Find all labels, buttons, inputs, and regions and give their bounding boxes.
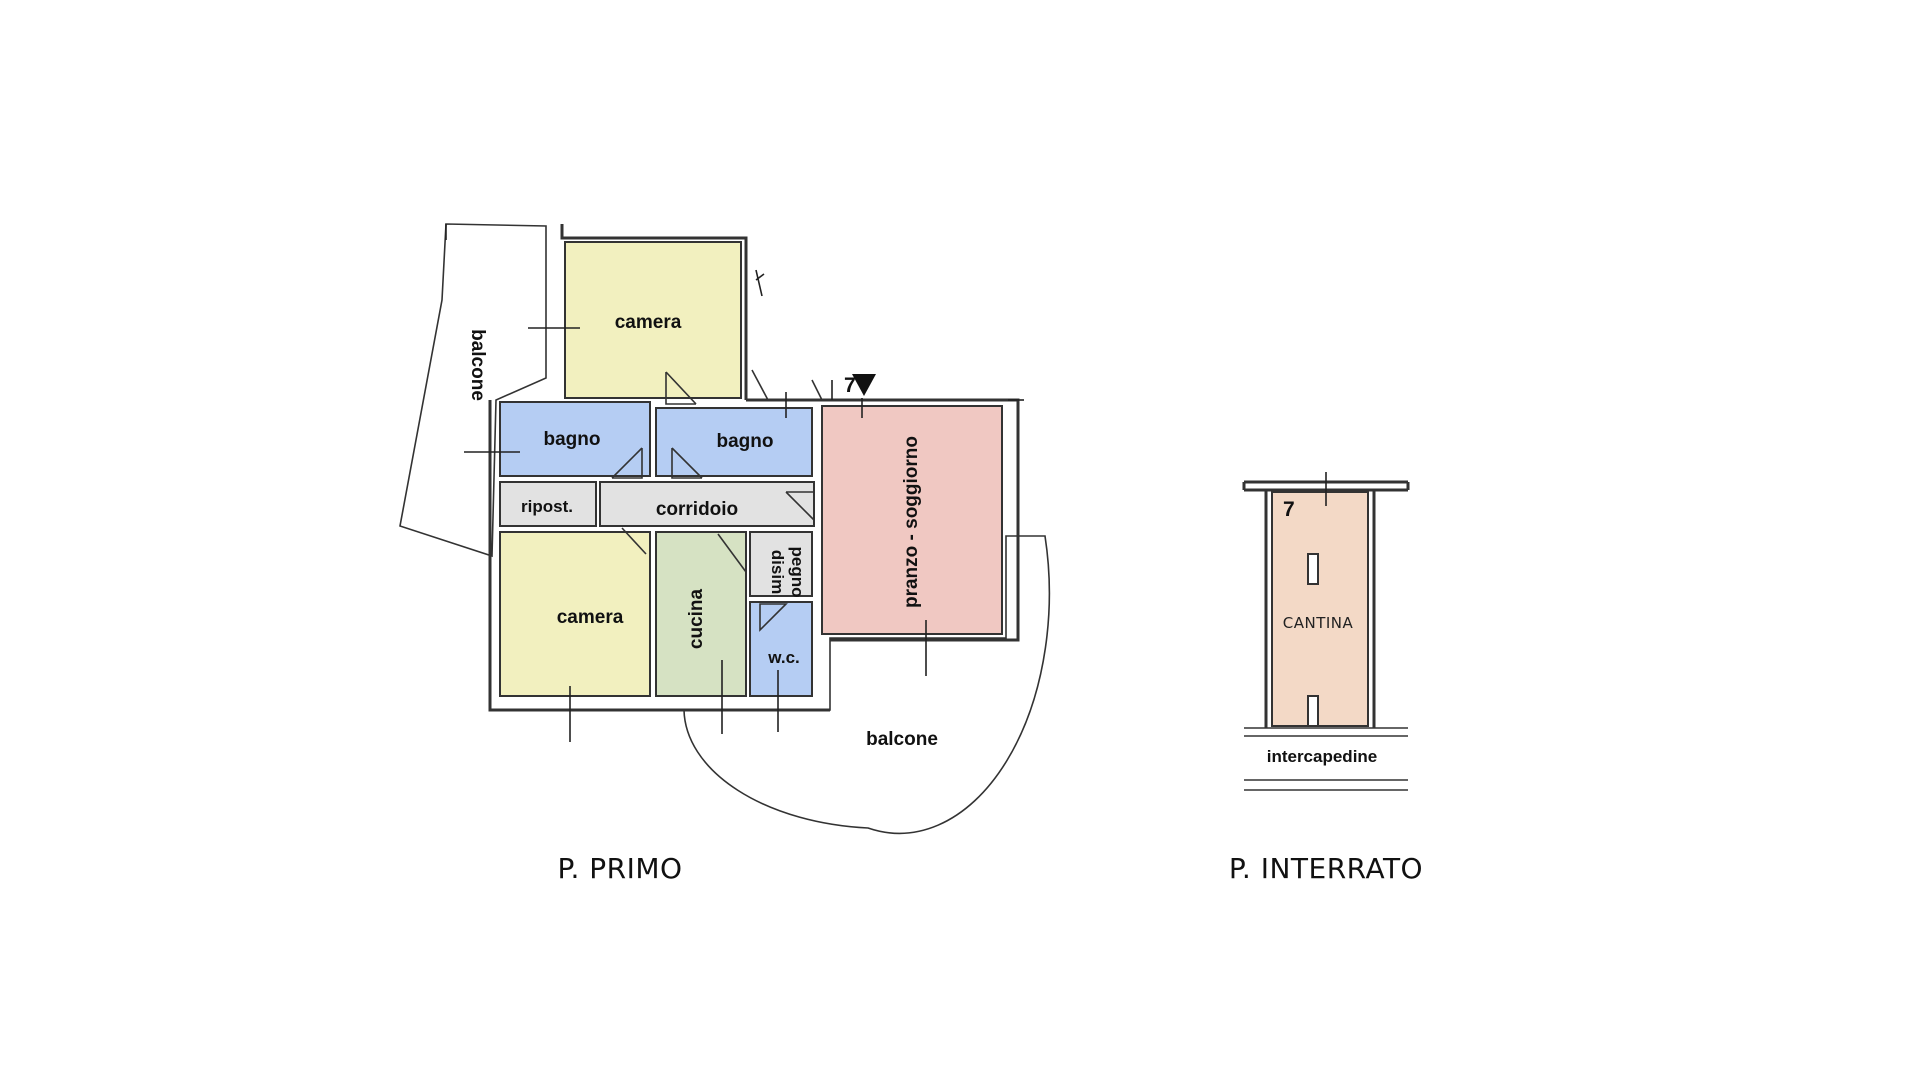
label-corridoio: corridoio: [656, 499, 738, 520]
label-wc: w.c.: [767, 648, 800, 667]
label-ripostiglio: ripost.: [521, 497, 573, 516]
opening-ticks: [464, 269, 1024, 742]
label-pranzo-soggiorno: pranzo - soggiorno: [901, 436, 922, 608]
room-pranzo-soggiorno: [821, 405, 1003, 635]
label-cucina: cucina: [686, 588, 707, 649]
cantina-pillar-top: [1307, 553, 1319, 585]
room-bagno-left: [499, 401, 651, 477]
label-disimpegno-b: pegno: [788, 547, 807, 598]
basement-plan: 7 CANTINA intercapedine P. INTERRATO: [1229, 472, 1423, 885]
first-floor-plan: 7 camera bagno bagno ripost. corridoio c…: [399, 223, 1051, 885]
room-cantina: [1271, 491, 1369, 727]
room-corridoio: [599, 481, 815, 527]
balcone-bottom-area: [683, 535, 1051, 835]
cantina-pillar-bottom: [1307, 695, 1319, 727]
label-camera-bottom: camera: [557, 607, 624, 628]
outer-walls: [488, 224, 1020, 712]
label-disimpegno-a: disim: [768, 550, 787, 594]
label-camera-top: camera: [615, 312, 682, 333]
room-cucina: [655, 531, 747, 697]
room-ripostiglio: [499, 481, 597, 527]
room-disimpegno: [749, 531, 813, 597]
label-bagno-right: bagno: [717, 431, 774, 452]
room-bagno-right: [655, 407, 813, 477]
label-bagno-left: bagno: [544, 429, 601, 450]
unit-marker-first: 7: [844, 374, 856, 397]
floor-title-interrato: P. INTERRATO: [1229, 852, 1423, 885]
label-balcone-bottom: balcone: [866, 729, 938, 750]
unit-marker-triangle: [852, 374, 876, 396]
label-balcone-left: balcone: [467, 329, 488, 401]
room-camera-top: [564, 241, 742, 399]
balcone-left-area: [399, 223, 547, 558]
door-swings: [611, 369, 823, 632]
label-intercapedine: intercapedine: [1267, 747, 1378, 766]
label-cantina: CANTINA: [1283, 614, 1354, 632]
floor-title-primo: P. PRIMO: [557, 852, 682, 885]
unit-marker-basement: 7: [1283, 498, 1295, 521]
room-camera-bottom: [499, 531, 651, 697]
